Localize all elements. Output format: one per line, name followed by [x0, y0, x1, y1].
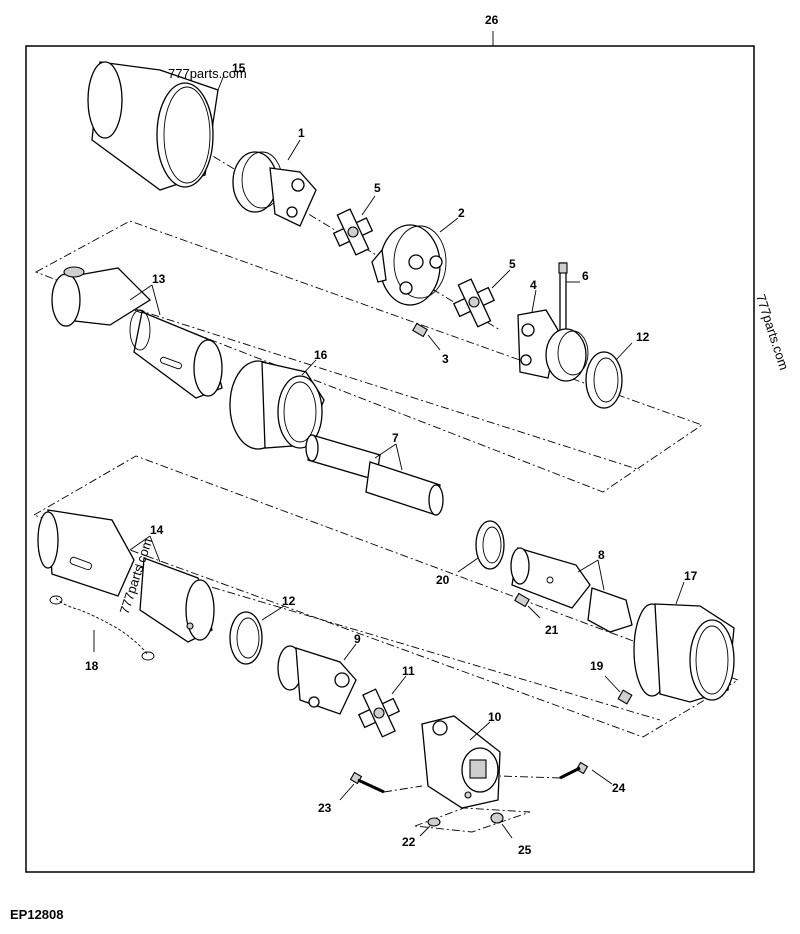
part-17-bellows-shield	[633, 603, 735, 703]
callout-6: 6	[582, 269, 589, 283]
watermark-side: 777parts.com	[753, 292, 792, 372]
callout-21: 21	[545, 623, 559, 637]
part-1-yoke	[232, 151, 317, 227]
upper-assembly-boundary	[34, 220, 703, 493]
part-12-bearing-ring-lower	[229, 611, 263, 665]
part-10-friction-clutch-yoke	[421, 715, 501, 809]
part-19-screw	[617, 689, 633, 705]
part-11-cross	[357, 688, 401, 738]
callout-13: 13	[152, 272, 166, 286]
callout-9: 9	[354, 632, 361, 646]
callout-7: 7	[392, 431, 399, 445]
part-22-nut	[427, 817, 441, 827]
part-5-cross-lower	[452, 278, 496, 328]
callout-5-upper: 5	[374, 181, 381, 195]
callout-18: 18	[85, 659, 99, 673]
part-7-inner-tube	[305, 434, 444, 516]
callout-10: 10	[488, 710, 502, 724]
callout-23: 23	[318, 801, 332, 815]
part-3-grease-fitting	[412, 322, 428, 338]
callout-16: 16	[314, 348, 328, 362]
callout-4: 4	[530, 278, 537, 292]
callout-22: 22	[402, 835, 416, 849]
callout-25: 25	[518, 843, 532, 857]
callout-11: 11	[402, 664, 415, 678]
callout-8: 8	[598, 548, 605, 562]
diagram-frame	[25, 45, 755, 873]
callout-19: 19	[590, 659, 604, 673]
part-18-safety-chain	[49, 595, 155, 661]
callout-14: 14	[150, 523, 164, 537]
part-2-double-joint-housing	[371, 224, 447, 306]
watermark-top: 777parts.com	[168, 66, 247, 81]
part-16-bellows-shield	[229, 360, 325, 450]
part-5-cross-upper	[332, 208, 374, 256]
part-12-bearing-ring-upper	[585, 351, 623, 409]
part-23-bolt	[349, 771, 385, 794]
part-4-yoke	[517, 309, 589, 382]
callout-2: 2	[458, 206, 465, 220]
part-13-outer-shield-tube	[51, 266, 223, 399]
callout-20: 20	[436, 573, 450, 587]
callout-12-upper: 12	[636, 330, 650, 344]
callout-26: 26	[485, 13, 499, 27]
callout-15: 15	[232, 61, 246, 75]
callout-1: 1	[298, 126, 305, 140]
callout-17: 17	[684, 569, 698, 583]
callout-3: 3	[442, 352, 449, 366]
part-25-nut	[490, 812, 504, 824]
callout-24: 24	[612, 781, 626, 795]
part-20-bearing-ring	[475, 520, 505, 570]
callout-5-lower: 5	[509, 257, 516, 271]
part-8-outer-profile-tube	[510, 547, 633, 633]
drawing-code: EP12808	[10, 907, 64, 922]
callout-12-lower: 12	[282, 594, 296, 608]
part-24-bolt	[559, 761, 589, 780]
part-14-inner-shield-tube	[37, 509, 215, 643]
part-15-outer-shield-cone	[87, 61, 219, 191]
part-9-yoke	[277, 645, 357, 715]
part-21-grease-fitting	[514, 592, 530, 608]
